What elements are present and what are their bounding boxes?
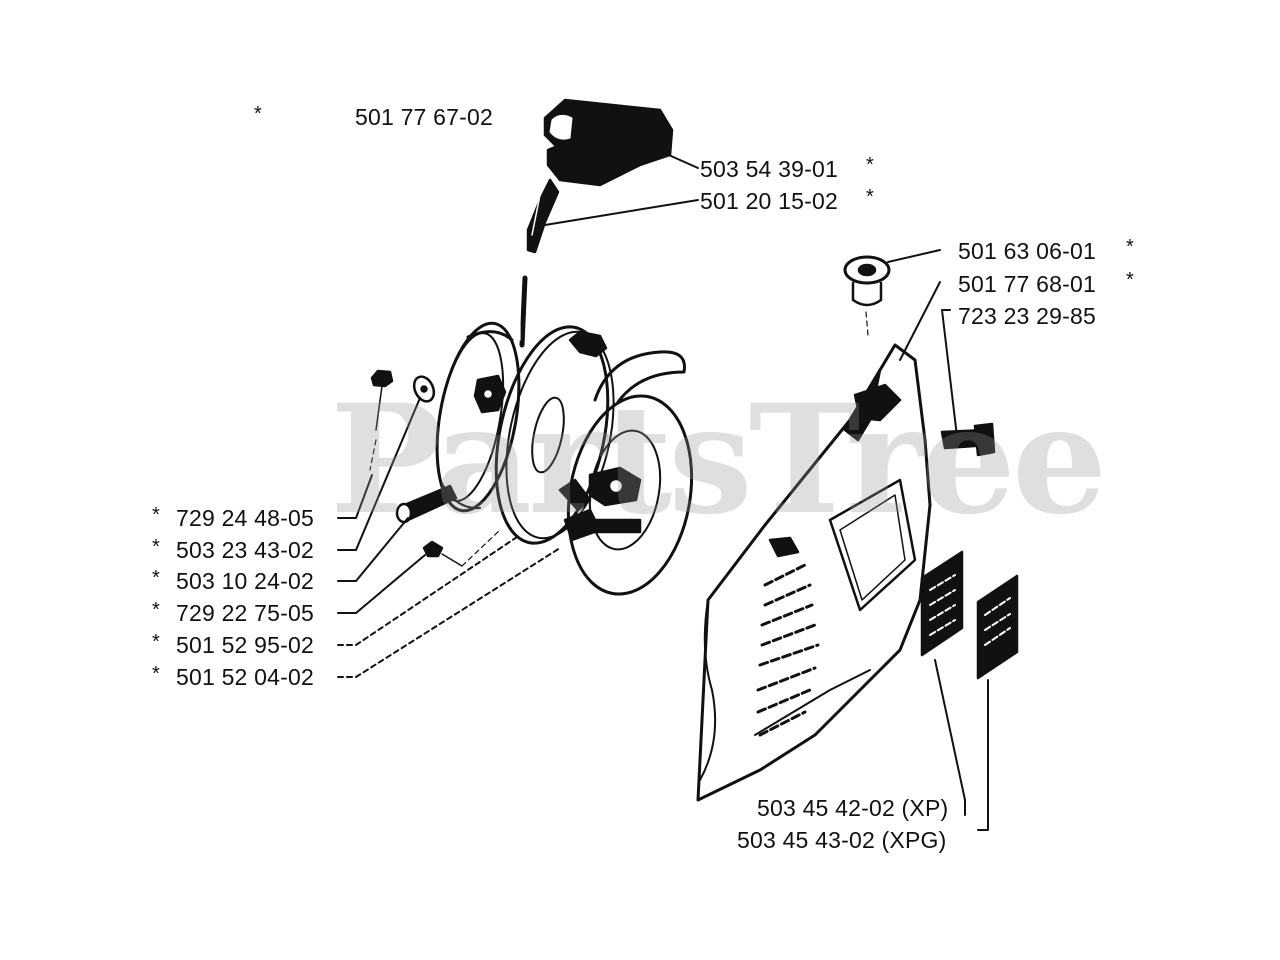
part-label-501-77-68-01[interactable]: 501 77 68-01 <box>958 271 1096 297</box>
asterisk-marker: * <box>152 599 160 621</box>
washer-drawing <box>412 375 436 403</box>
part-label-503-23-43-02[interactable]: 503 23 43-02 <box>176 537 314 563</box>
asterisk-marker: * <box>152 567 160 589</box>
part-label-503-54-39-01[interactable]: 503 54 39-01 <box>700 156 838 182</box>
screw-left-drawing <box>369 369 394 471</box>
asterisk-marker: * <box>1126 236 1134 258</box>
pin-drawing <box>395 484 458 524</box>
decal-xp-drawing <box>920 550 966 816</box>
starter-cover-drawing <box>696 281 941 802</box>
part-label-723-23-29-85[interactable]: 723 23 29-85 <box>958 303 1096 329</box>
part-label-503-45-42-02[interactable]: 503 45 42-02 (XP) <box>757 795 949 821</box>
asterisk-marker: * <box>1126 269 1134 291</box>
spring-housing-drawing <box>558 350 694 596</box>
asterisk-marker: * <box>152 631 160 653</box>
starter-handle-drawing <box>526 98 674 254</box>
cap-drawing <box>843 249 941 336</box>
part-label-501-63-06-01[interactable]: 501 63 06-01 <box>958 238 1096 264</box>
screw-small-drawing <box>422 529 501 567</box>
decal-xpg-drawing <box>976 574 1019 831</box>
leader-lines-top <box>544 151 699 226</box>
part-label-501-52-95-02[interactable]: 501 52 95-02 <box>176 632 314 658</box>
cover-screw-drawing <box>940 309 996 457</box>
asterisk-marker: * <box>152 536 160 558</box>
starter-rope-drawing <box>519 275 528 348</box>
part-label-503-45-43-02[interactable]: 503 45 43-02 (XPG) <box>737 827 947 853</box>
part-label-501-20-15-02[interactable]: 501 20 15-02 <box>700 188 838 214</box>
asterisk-marker: * <box>152 663 160 685</box>
part-label-729-24-48-05[interactable]: 729 24 48-05 <box>176 505 314 531</box>
part-label-503-10-24-02[interactable]: 503 10 24-02 <box>176 568 314 594</box>
part-label-501-52-04-02[interactable]: 501 52 04-02 <box>176 664 314 690</box>
rope-pulley-drawing <box>435 321 521 513</box>
pulley-disc-drawing <box>494 325 615 545</box>
asterisk-marker: * <box>254 103 262 125</box>
part-label-729-22-75-05[interactable]: 729 22 75-05 <box>176 600 314 626</box>
asterisk-marker: * <box>152 504 160 526</box>
part-label-501-77-67-02[interactable]: 501 77 67-02 <box>355 104 493 130</box>
asterisk-marker: * <box>866 154 874 176</box>
asterisk-marker: * <box>866 186 874 208</box>
leader-lines-left <box>337 397 561 678</box>
